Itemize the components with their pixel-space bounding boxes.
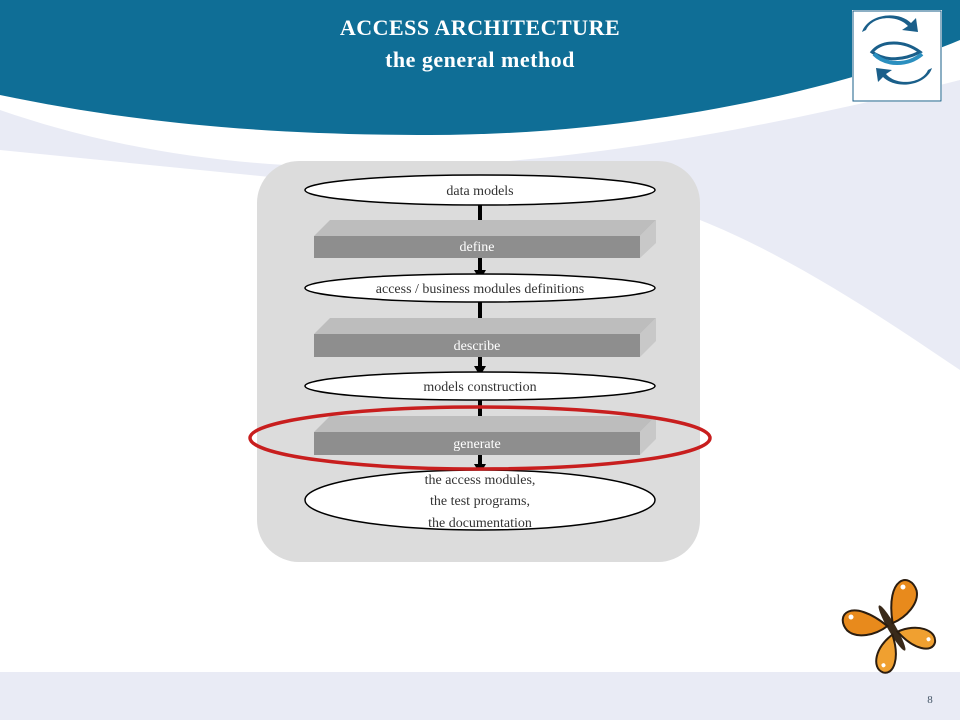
label-models-construction: models construction	[423, 380, 536, 395]
label-output-3: the documentation	[428, 516, 532, 531]
page-number: 8	[927, 694, 933, 706]
node-models-construction	[304, 371, 656, 401]
label-data-models: data models	[446, 184, 513, 199]
step-define: define	[314, 220, 656, 258]
rever-logo	[852, 10, 942, 102]
butterfly-icon	[841, 579, 936, 674]
slide-subtitle: the general method	[385, 47, 575, 72]
label-access-definitions: access / business modules definitions	[376, 282, 584, 297]
node-data-models	[304, 174, 656, 206]
step-describe: describe	[314, 318, 656, 357]
rever-logo-icon	[852, 10, 942, 102]
generate-highlight-ring	[248, 405, 712, 471]
label-describe: describe	[454, 339, 501, 354]
label-define: define	[460, 240, 495, 255]
label-output-1: the access modules,	[425, 473, 536, 488]
label-generate: generate	[453, 437, 500, 452]
node-access-definitions	[304, 273, 656, 303]
arrowhead-4	[474, 366, 486, 376]
step-generate: generate	[314, 416, 656, 455]
label-output-2: the test programs,	[430, 494, 530, 509]
slide-title: ACCESS ARCHITECTURE	[339, 15, 621, 40]
